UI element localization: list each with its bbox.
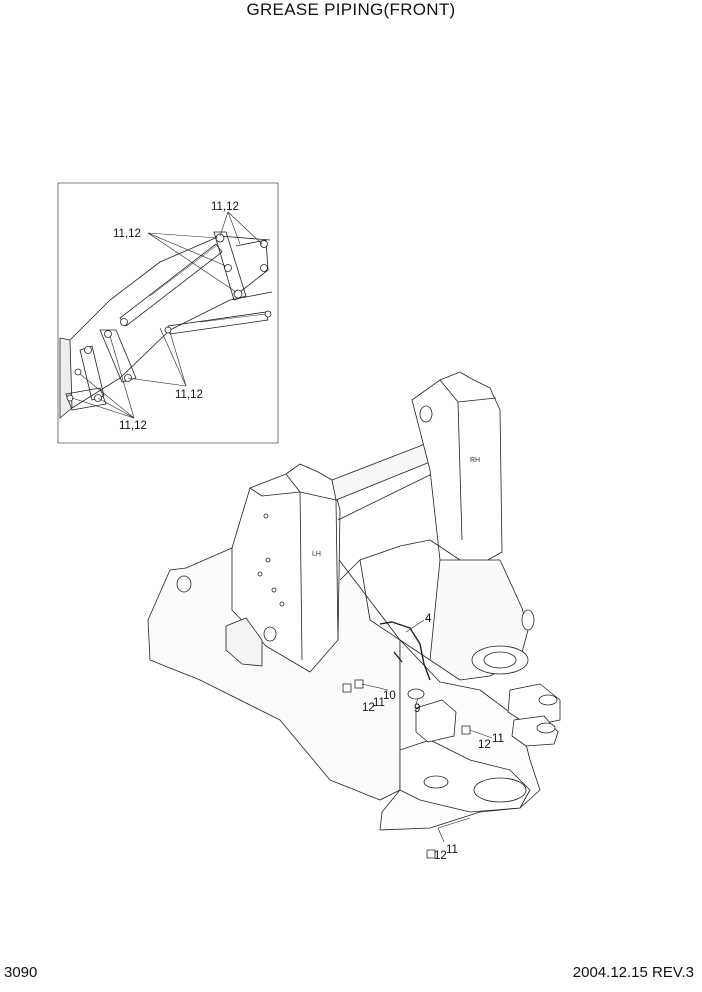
detail-callout-mid: 11,12: [175, 389, 203, 401]
rh-tower: [411, 371, 503, 571]
detail-callout-top: 11,12: [211, 201, 239, 213]
grease-fittings: [342, 679, 471, 859]
detail-inset: [57, 182, 279, 444]
bellcrank-link: [213, 231, 247, 301]
detail-leaders: [71, 211, 263, 419]
bracket: [415, 699, 457, 743]
callout-12-a: 12: [362, 702, 375, 714]
boom-lower-edge: [71, 291, 273, 409]
detail-frame: [57, 182, 279, 444]
callout-11-b: 11: [492, 733, 504, 745]
rh-lug-upper: [507, 683, 561, 727]
lh-mark: LH: [312, 551, 321, 558]
callout-9: 9: [414, 703, 420, 715]
boom-upper-edge: [69, 235, 271, 341]
callout-4: 4: [425, 613, 432, 625]
lower-cylinder-body: [167, 311, 269, 335]
front-frame: [147, 371, 561, 831]
detail-callout-bottom: 11,12: [119, 420, 147, 432]
upper-hinge-boss: [471, 645, 529, 675]
callout-12-b: 12: [478, 739, 491, 751]
main-leaders: [361, 619, 493, 843]
page-number: 3090: [4, 964, 38, 981]
callout-10: 10: [383, 690, 396, 702]
front-link-2: [79, 345, 105, 401]
grease-points-detail: [66, 233, 272, 402]
page-title: GREASE PIPING(FRONT): [246, 0, 456, 19]
upper-cylinder-body: [119, 243, 223, 327]
callout-11-c: 11: [446, 844, 458, 856]
grease-hose: [379, 621, 431, 681]
lh-bolt-holes: [257, 513, 285, 607]
revision-info: 2004.12.15 REV.3: [572, 964, 694, 981]
detail-callout-left: 11,12: [113, 228, 141, 240]
rh-mark: RH: [470, 457, 480, 464]
callout-12-c: 12: [434, 850, 447, 862]
front-link-1: [99, 329, 137, 383]
callout-11-a: 11: [373, 697, 385, 709]
